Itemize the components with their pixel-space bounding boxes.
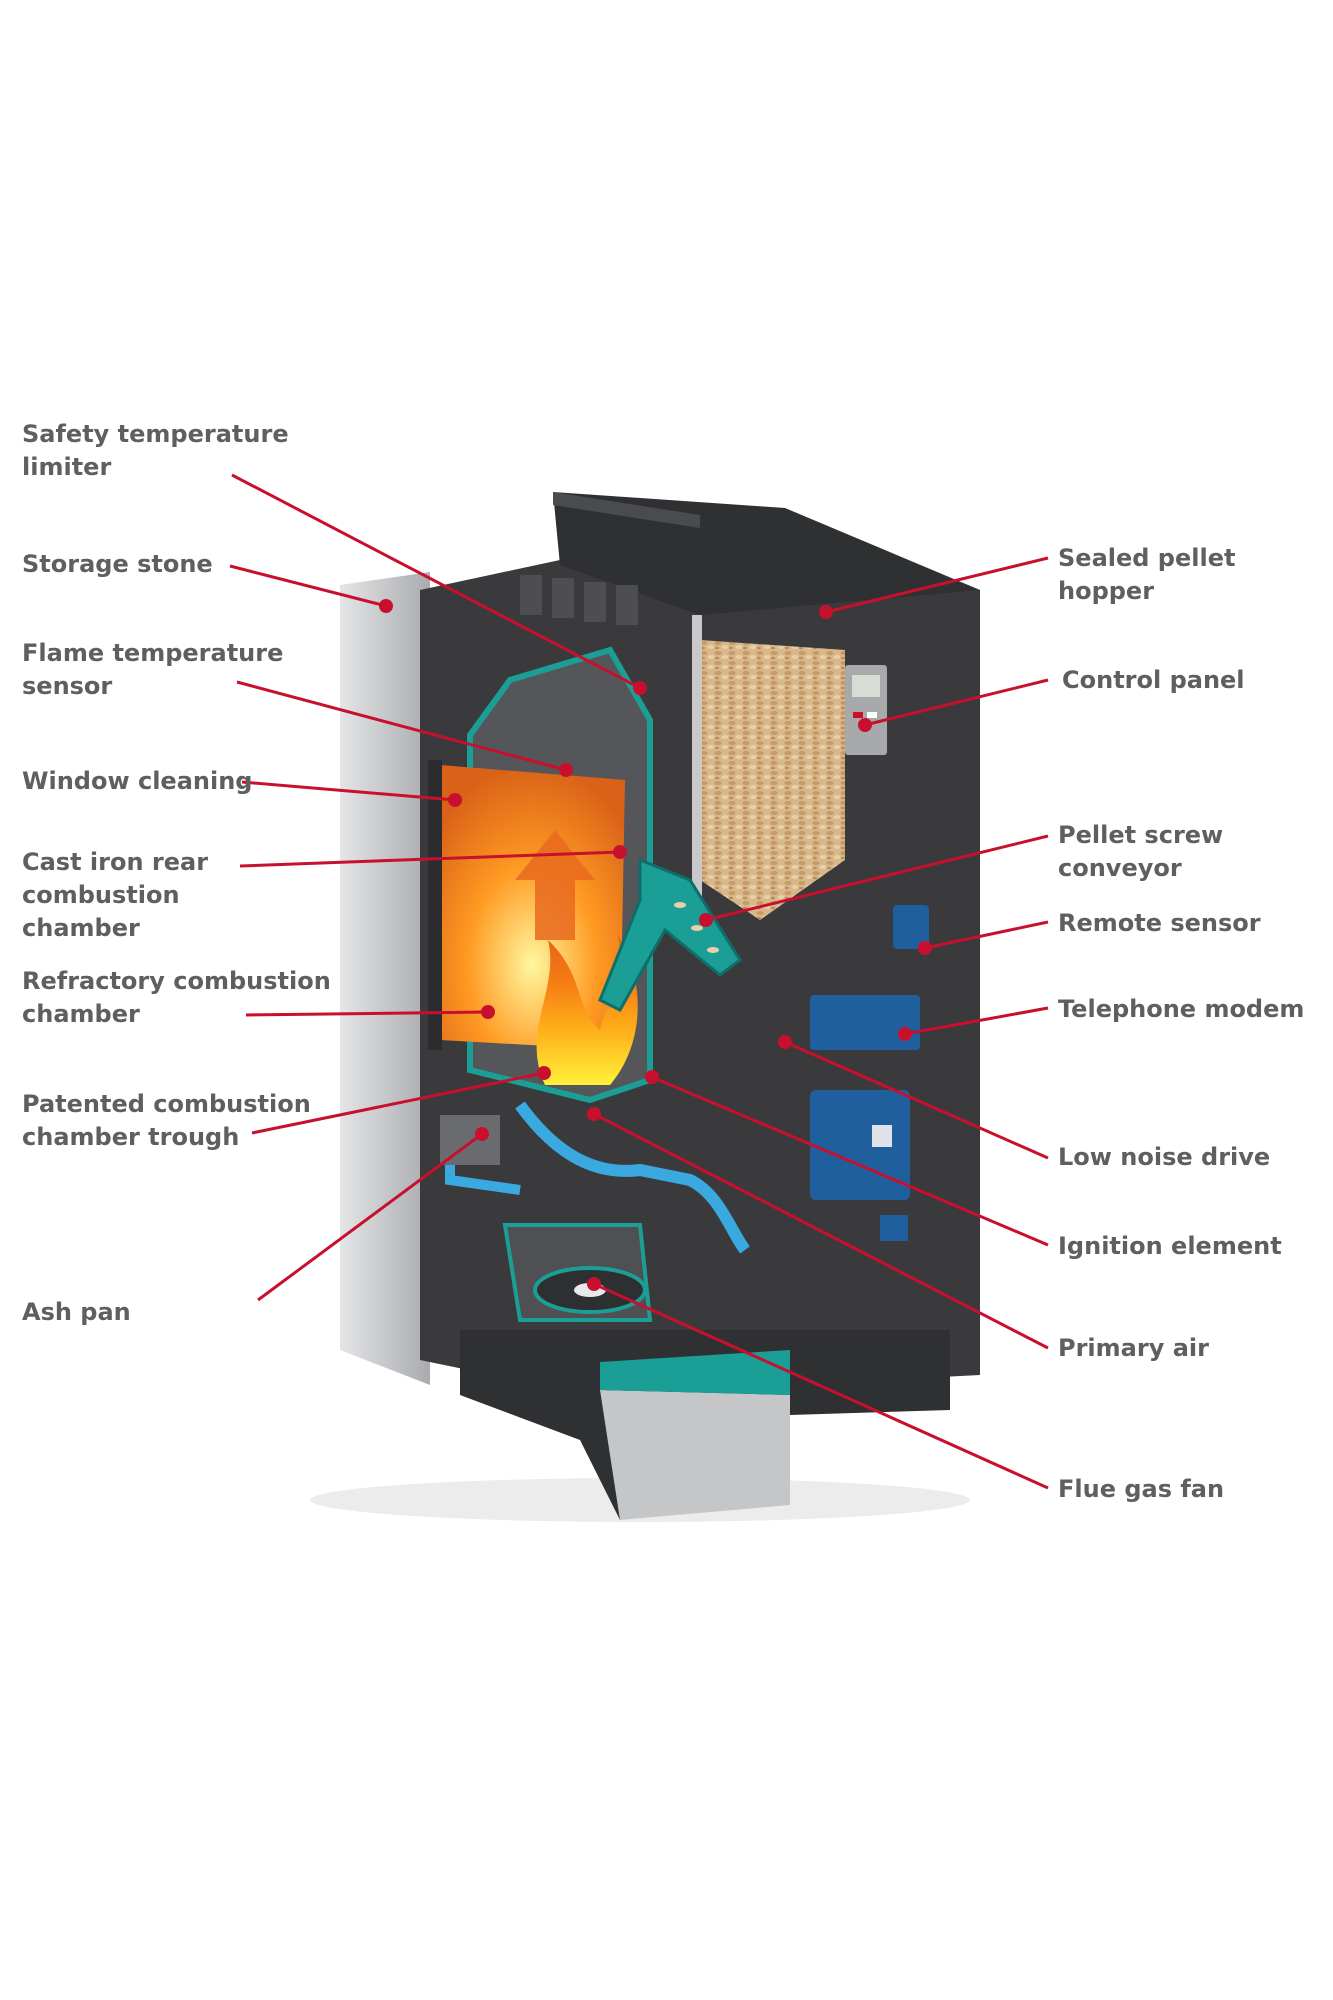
leader-line-primary-air	[593, 1112, 1049, 1350]
leader-dot-flame-temperature-sensor	[559, 763, 573, 777]
label-flame-temperature-sensor: Flame temperature sensor	[22, 639, 284, 700]
hopper-lid	[553, 492, 980, 615]
leader-line-flame-temperature-sensor	[236, 680, 567, 772]
leader-dot-refractory-combustion-chamber	[481, 1005, 495, 1019]
label-flue-gas-fan: Flue gas fan	[1058, 1475, 1225, 1503]
label-safety-temperature-limiter: Safety temperature limiter	[22, 420, 289, 481]
label-primary-air: Primary air	[1058, 1334, 1209, 1362]
drive-unit-label	[872, 1125, 892, 1147]
side-panel	[340, 572, 430, 1385]
leader-dot-sealed-pellet-hopper	[819, 605, 833, 619]
leader-line-window-cleaning	[241, 780, 456, 802]
top-baffles	[520, 575, 638, 625]
label-storage-stone: Storage stone	[22, 550, 213, 578]
label-patented-combustion-chamber-trough: Patented combustion chamber trough	[22, 1090, 311, 1151]
plinth-front	[600, 1390, 790, 1520]
leader-line-safety-temperature-limiter	[231, 473, 641, 690]
conveyor-pellets	[674, 902, 719, 953]
control-panel-screen	[852, 675, 880, 697]
leader-dot-safety-temperature-limiter	[633, 681, 647, 695]
screw-conveyor	[598, 857, 743, 1012]
leader-line-patented-combustion-chamber-trough	[251, 1071, 545, 1135]
control-panel-button-2	[867, 712, 877, 718]
leader-line-storage-stone	[229, 564, 387, 608]
drive-unit	[810, 1090, 910, 1200]
small-module	[880, 1215, 908, 1241]
leader-dot-window-cleaning	[448, 793, 462, 807]
hot-gas-arrow	[515, 830, 595, 940]
leader-line-remote-sensor	[924, 920, 1049, 950]
label-pellet-screw-conveyor: Pellet screw conveyor	[1058, 821, 1224, 882]
leader-line-refractory-combustion-chamber	[245, 1010, 489, 1017]
leader-dot-ash-pan	[475, 1127, 489, 1141]
leader-line-pellet-screw-conveyor	[705, 834, 1049, 922]
leader-line-ash-pan	[257, 1132, 483, 1302]
fire-window	[440, 765, 625, 1050]
leader-line-cast-iron-rear-combustion-chamber	[239, 850, 621, 868]
leader-line-telephone-modem	[904, 1006, 1049, 1036]
label-low-noise-drive: Low noise drive	[1058, 1143, 1271, 1171]
leader-dot-ignition-element	[645, 1070, 659, 1084]
primary-air-duct	[515, 1101, 750, 1254]
leader-dot-patented-combustion-chamber-trough	[537, 1066, 551, 1080]
hopper-lid-edge	[553, 492, 700, 528]
teal-trim	[600, 1350, 790, 1395]
hopper-wall	[692, 615, 702, 935]
leader-dot-primary-air	[587, 1107, 601, 1121]
telephone-modem-unit	[810, 995, 920, 1050]
leader-line-ignition-element	[651, 1075, 1049, 1247]
leader-dot-telephone-modem	[898, 1027, 912, 1041]
control-panel-button	[853, 712, 863, 718]
leader-line-flue-gas-fan	[593, 1282, 1049, 1490]
label-refractory-combustion-chamber: Refractory combustion chamber	[22, 967, 331, 1028]
leader-line-control-panel	[864, 678, 1049, 727]
label-ash-pan: Ash pan	[22, 1298, 131, 1326]
leader-dot-storage-stone	[379, 599, 393, 613]
label-control-panel: Control panel	[1062, 666, 1245, 694]
pellet-hopper	[700, 640, 845, 920]
leader-dot-low-noise-drive	[778, 1035, 792, 1049]
window-frame	[428, 760, 442, 1050]
label-ignition-element: Ignition element	[1058, 1232, 1282, 1260]
label-cast-iron-rear-combustion-chamber: Cast iron rear combustion chamber	[22, 848, 209, 942]
leader-dot-remote-sensor	[918, 941, 932, 955]
leader-dot-flue-gas-fan	[587, 1277, 601, 1291]
label-remote-sensor: Remote sensor	[1058, 909, 1261, 937]
leader-dot-control-panel	[858, 718, 872, 732]
label-sealed-pellet-hopper: Sealed pellet hopper	[1058, 544, 1236, 605]
label-window-cleaning: Window cleaning	[22, 767, 253, 795]
flame	[536, 935, 638, 1085]
leader-line-low-noise-drive	[784, 1040, 1049, 1160]
leader-dot-pellet-screw-conveyor	[699, 913, 713, 927]
label-telephone-modem: Telephone modem	[1058, 995, 1305, 1023]
leader-line-sealed-pellet-hopper	[825, 556, 1049, 614]
leader-dot-cast-iron-rear-combustion-chamber	[613, 845, 627, 859]
remote-sensor-unit	[893, 905, 929, 949]
